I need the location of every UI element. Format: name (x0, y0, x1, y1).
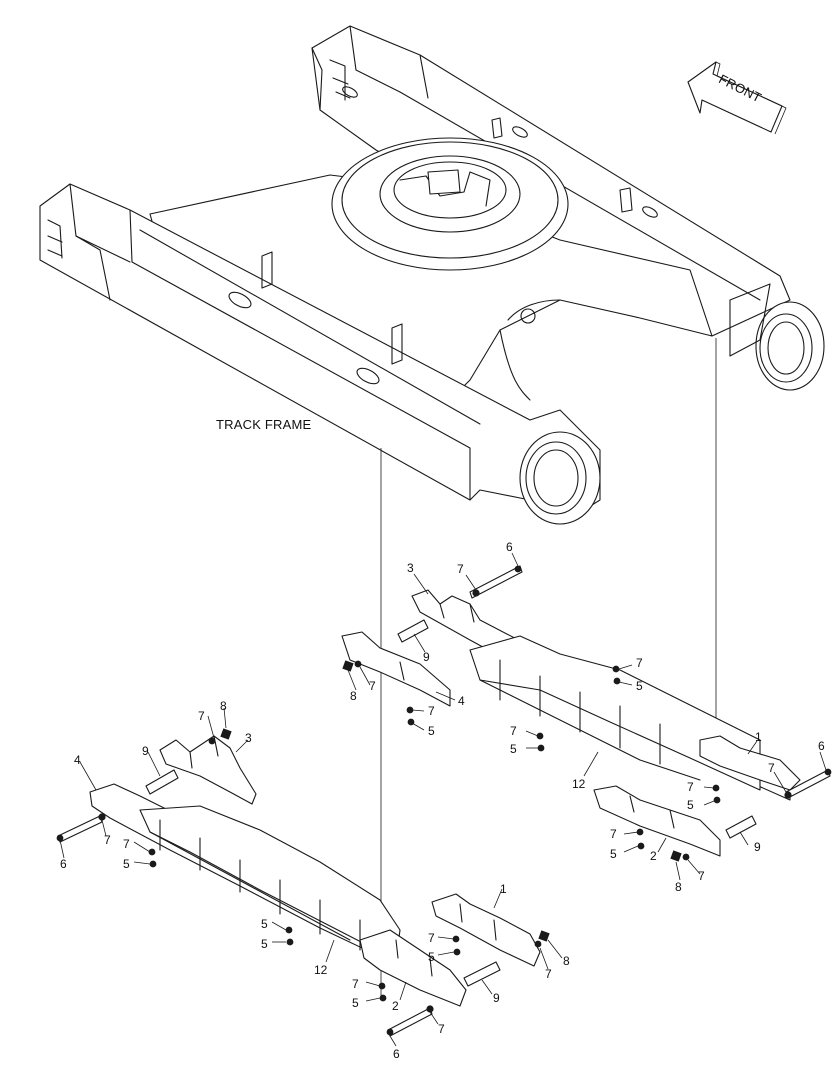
callout-6: 6 (818, 739, 825, 753)
callout-5: 5 (261, 917, 268, 931)
callout-1: 1 (755, 730, 762, 744)
track-frame-drawing (39, 25, 825, 525)
callout-7: 7 (636, 656, 643, 670)
callout-9: 9 (754, 840, 761, 854)
callout-2: 2 (392, 999, 399, 1013)
callout-7: 7 (687, 780, 694, 794)
callout-7: 7 (610, 827, 617, 841)
callout-9: 9 (423, 650, 430, 664)
callout-5: 5 (428, 724, 435, 738)
callout-4: 4 (74, 753, 81, 767)
callout-numbers: 6 7 3 9 4 7 5 7 5 7 5 12 1 6 7 7 5 7 5 2… (60, 540, 825, 1061)
fastener-set-left (56, 728, 550, 1037)
callout-1: 1 (500, 882, 507, 896)
callout-7: 7 (768, 761, 775, 775)
callout-12: 12 (572, 777, 586, 791)
callout-7: 7 (198, 709, 205, 723)
callout-7: 7 (545, 967, 552, 981)
callout-5: 5 (123, 857, 130, 871)
callout-7: 7 (510, 724, 517, 738)
callout-7: 7 (123, 837, 130, 851)
callout-2: 2 (650, 849, 657, 863)
callout-3: 3 (245, 731, 252, 745)
nut-icon (538, 930, 550, 942)
callout-5: 5 (510, 742, 517, 756)
nut-icon (670, 850, 682, 862)
callout-5: 5 (428, 950, 435, 964)
fastener-set-right (342, 565, 832, 862)
callout-7: 7 (438, 1022, 445, 1036)
bolt-icon (469, 565, 523, 599)
callout-9: 9 (142, 744, 149, 758)
callout-7: 7 (457, 562, 464, 576)
callout-7: 7 (369, 679, 376, 693)
callout-4: 4 (458, 694, 465, 708)
callout-12: 12 (314, 963, 328, 977)
callout-8: 8 (220, 699, 227, 713)
pin-icon (725, 815, 757, 839)
callout-5: 5 (352, 996, 359, 1010)
pin-icon (397, 619, 429, 643)
callout-9: 9 (493, 991, 500, 1005)
callout-7: 7 (352, 977, 359, 991)
leader-lines (59, 552, 827, 1047)
pin-icon (463, 961, 501, 987)
callout-5: 5 (687, 798, 694, 812)
callout-8: 8 (675, 880, 682, 894)
callout-7: 7 (698, 869, 705, 883)
callout-8: 8 (350, 689, 357, 703)
bolt-icon (57, 815, 103, 843)
callout-7: 7 (428, 931, 435, 945)
callout-3: 3 (407, 561, 414, 575)
callout-7: 7 (428, 704, 435, 718)
nut-icon (220, 728, 232, 740)
callout-6: 6 (60, 857, 67, 871)
callout-7: 7 (104, 833, 111, 847)
nut-icon (342, 660, 354, 672)
callout-5: 5 (261, 937, 268, 951)
front-arrow-icon: FRONT (687, 61, 787, 135)
callout-5: 5 (610, 847, 617, 861)
washer-icon (472, 589, 480, 597)
callout-5: 5 (636, 679, 643, 693)
track-guard-assembly-left (89, 735, 541, 1007)
callout-6: 6 (506, 540, 513, 554)
callout-6: 6 (393, 1047, 400, 1061)
callout-8: 8 (563, 954, 570, 968)
track-frame-label: TRACK FRAME (216, 417, 311, 432)
pin-icon (145, 769, 179, 795)
